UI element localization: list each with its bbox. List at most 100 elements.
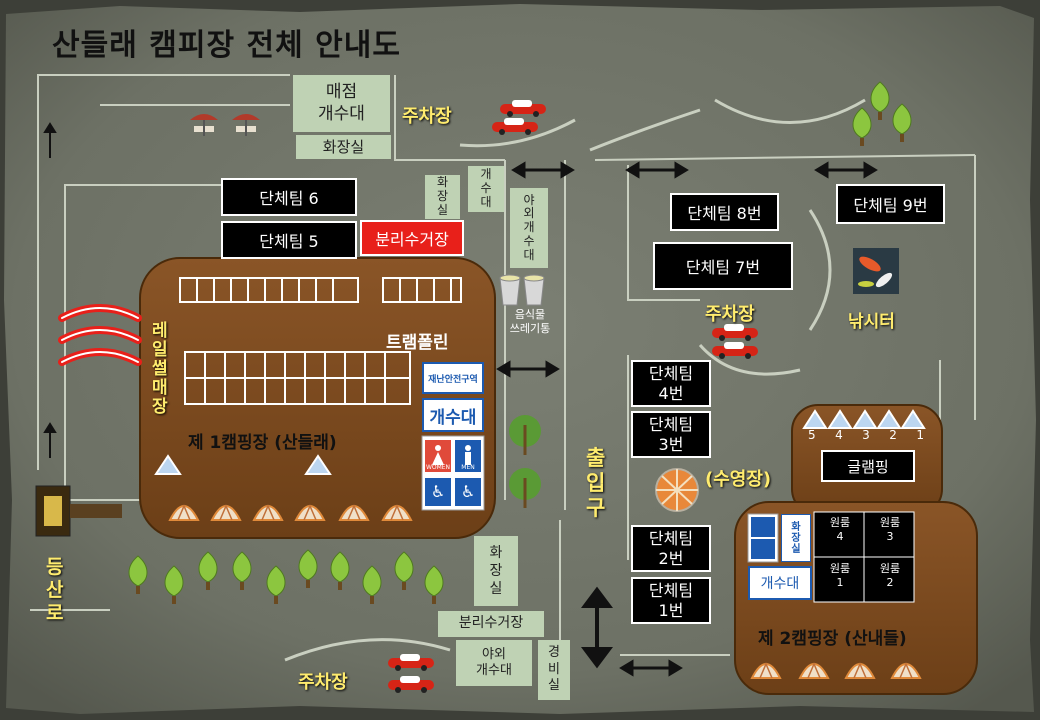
restroom-figure-2 [751,517,775,537]
team-6-box[interactable]: 단체팀 6 [221,178,357,216]
hiking-char: 등 [46,556,64,578]
parking-label-mid: 주차장 [705,304,755,325]
map-title: 산들래 캠피장 전체 안내도 [52,28,401,63]
oneroom-number: 2 [886,576,894,590]
small-toilet-box[interactable]: 화 장 실 [425,175,460,219]
entrance-char: 출 [586,446,606,470]
rail-sled-char: 매 [152,378,168,399]
food-waste-line2: 쓰레기통 [509,322,551,336]
guard-char: 경 [548,644,560,660]
oneroom-number: 4 [836,530,844,544]
entrance-char: 구 [586,496,606,521]
team-5-box[interactable]: 단체팀 5 [221,221,357,259]
koi-fish-icon [853,248,899,294]
oneroom-label: 원룸 [879,516,901,529]
double-arrow-icon [496,161,878,677]
sled-track-icons [58,304,142,366]
rail-sled-char: 장 [152,397,168,418]
parasol-table-icons [190,114,260,136]
wheelchair-icon [751,539,775,559]
shelter-sign[interactable]: 재난안전구역 [422,362,484,394]
parking-arcs [284,98,866,662]
recycle-top-box[interactable]: 분리수거장 [360,220,464,256]
site2-restroom-sign[interactable]: 화 장 실 [781,514,811,562]
road-lines [30,74,976,656]
team-4-number: 4번 [658,383,684,403]
guard-char: 비 [548,661,560,677]
team-4-box[interactable]: 단체팀 4번 [631,360,711,407]
wheelchair-icon: ♿ [430,482,446,501]
small-toilet-char: 실 [436,202,449,217]
parking-label-bottom: 주차장 [298,672,348,693]
hiking-trail-label: 등 산 로 [46,556,63,624]
outdoor-sink-char: 야 [523,192,535,207]
rail-sled-char: 레 [152,321,168,341]
team-3-label: 단체팀 [648,415,694,435]
oneroom-label: 원룸 [829,516,851,529]
small-sink-box[interactable]: 개 수 대 [468,166,504,212]
oneroom-number: 3 [886,530,894,544]
oneroom-label: 원룸 [829,562,851,575]
rail-sled-char: 일 [152,340,168,361]
picnic-tables-top [179,277,462,405]
glamping-number: 3 [862,428,870,442]
team-2-number: 2번 [658,548,684,568]
campsite-2-label: 제 2캠핑장 (산내들) [758,629,907,649]
team-1-number: 1번 [658,600,684,620]
glamping-number: 4 [835,428,843,442]
site2-sink-sign[interactable]: 개수대 [748,566,812,600]
small-sink-char: 대 [480,194,492,209]
guard-house-box[interactable]: 경 비 실 [538,640,570,700]
small-sink-char: 수 [480,181,492,196]
team-2-box[interactable]: 단체팀 2번 [631,525,711,572]
tent-icons-site2 [750,662,922,679]
glamping-number: 5 [808,428,816,442]
team-9-box[interactable]: 단체팀 9번 [836,184,945,224]
team-7-box[interactable]: 단체팀 7번 [653,242,793,290]
sink-1-sign[interactable]: 개수대 [422,398,484,432]
fishing-label: 낚시터 [848,312,895,332]
site2-restroom-char: 화 [791,521,801,533]
outdoor-sink-box[interactable]: 야 외 개 수 대 [510,188,548,268]
glamping-box[interactable]: 글램핑 [821,450,915,482]
shop-sink-label: 개수대 [318,103,365,124]
team-8-box[interactable]: 단체팀 8번 [670,193,779,231]
recycle-bottom-box[interactable]: 분리수거장 [438,611,544,637]
small-sink-char: 개 [480,167,492,182]
outdoor-sink-bottom-line1: 야외 [482,646,506,662]
toilet-bottom-box[interactable]: 화 장 실 [474,536,518,606]
tree-icons [128,81,912,604]
parking-label-top: 주차장 [402,106,452,127]
food-waste-label: 음식물 쓰레기통 [502,308,558,337]
team-1-label: 단체팀 [648,581,694,601]
entrance-char: 입 [586,471,606,496]
site2-restroom-char: 장 [791,532,801,544]
team-1-box[interactable]: 단체팀 1번 [631,577,711,624]
toilet-top-box[interactable]: 화장실 [296,135,391,159]
toilet-bottom-char: 화 [489,544,503,561]
shop-sink-box[interactable]: 매점 개수대 [293,75,390,132]
oneroom-label: 원룸 [879,562,901,575]
glamping-triangle-icons [802,409,926,429]
hiking-char: 로 [46,601,64,624]
campsite-1-label: 제 1캠핑장 (산들래) [188,433,337,453]
wheelchair-icon: ♿ [460,482,476,501]
waste-bin-icons [499,274,545,306]
outdoor-sink-char: 수 [523,233,535,248]
team-3-box[interactable]: 단체팀 3번 [631,411,711,458]
men-label: MEN [461,464,475,471]
small-toilet-char: 장 [436,189,449,204]
pool-label: (수영장) [705,469,772,490]
rail-sled-char: 썰 [152,359,168,380]
outdoor-sink-bottom-box[interactable]: 야외 개수대 [456,640,532,686]
up-arrow-icon [43,122,57,458]
site2-restroom-char: 실 [791,543,801,555]
oneroom-dividers [814,512,914,602]
signpost-icon [35,485,122,537]
team-4-label: 단체팀 [648,364,694,384]
team-2-label: 단체팀 [648,529,694,549]
